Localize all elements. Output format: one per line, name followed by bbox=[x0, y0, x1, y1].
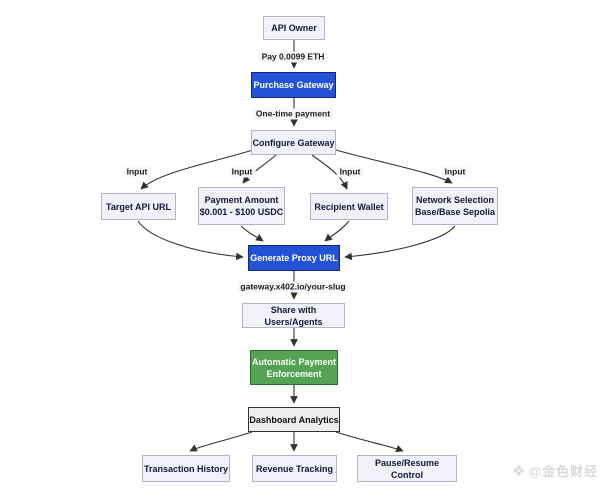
edge-recipient-to-generate bbox=[324, 220, 350, 242]
edge-dashboard-to-pause bbox=[335, 431, 404, 453]
edge-payment-to-generate bbox=[240, 225, 264, 242]
edge-label-input-3: Input bbox=[336, 166, 364, 178]
edge-label-one-time-payment: One-time payment bbox=[252, 108, 334, 120]
node-network-selection-line2: Base/Base Sepolia bbox=[414, 207, 496, 217]
edge-label-input-4: Input bbox=[441, 166, 469, 178]
node-purchase-gateway: Purchase Gateway bbox=[251, 72, 336, 98]
node-pause-resume-control-label: Pause/Resume Control bbox=[374, 457, 440, 480]
watermark-text: @金色财经 bbox=[528, 464, 599, 479]
node-purchase-gateway-label: Purchase Gateway bbox=[253, 80, 334, 90]
node-network-selection-line1: Network Selection bbox=[415, 195, 495, 205]
node-revenue-tracking: Revenue Tracking bbox=[252, 455, 337, 482]
node-automatic-payment-enforcement: Automatic Payment Enforcement bbox=[250, 350, 338, 385]
node-api-owner: API Owner bbox=[263, 16, 325, 40]
node-target-api-url: Target API URL bbox=[101, 193, 176, 220]
edge-label-proxy-url: gateway.x402.io/your-slug bbox=[237, 281, 349, 293]
edge-network-to-generate bbox=[344, 225, 456, 261]
edge-dashboard-to-transaction bbox=[189, 431, 253, 452]
node-share-with-users-label: Share with Users/Agents bbox=[264, 304, 323, 327]
edge-label-input-2: Input bbox=[228, 166, 256, 178]
node-payment-amount: Payment Amount $0.001 - $100 USDC bbox=[198, 187, 285, 225]
edge-configure-to-target bbox=[140, 149, 254, 190]
node-pause-resume-control: Pause/Resume Control bbox=[357, 455, 457, 482]
node-generate-proxy-url-label: Generate Proxy URL bbox=[250, 253, 338, 263]
watermark-diamond-icon: ❖ bbox=[512, 463, 526, 480]
edge-target-to-generate bbox=[137, 220, 244, 261]
edge-label-pay-eth: Pay 0.0099 ETH bbox=[258, 51, 328, 63]
edge-label-input-1: Input bbox=[123, 166, 151, 178]
node-network-selection: Network Selection Base/Base Sepolia bbox=[412, 187, 498, 225]
node-automatic-payment-line2: Enforcement bbox=[266, 368, 322, 379]
edge-configure-to-payment bbox=[242, 154, 277, 184]
edge-configure-to-network bbox=[335, 149, 453, 184]
watermark: ❖ @金色财经 bbox=[512, 464, 598, 479]
node-dashboard-analytics: Dashboard Analytics bbox=[248, 407, 340, 432]
node-transaction-history: Transaction History bbox=[142, 455, 230, 482]
node-dashboard-analytics-label: Dashboard Analytics bbox=[249, 414, 339, 425]
node-payment-amount-line1: Payment Amount bbox=[204, 195, 279, 205]
node-configure-gateway: Configure Gateway bbox=[251, 130, 336, 155]
node-automatic-payment-line1: Automatic Payment bbox=[251, 356, 337, 367]
node-revenue-tracking-label: Revenue Tracking bbox=[255, 463, 334, 474]
node-recipient-wallet-label: Recipient Wallet bbox=[314, 201, 384, 212]
node-recipient-wallet: Recipient Wallet bbox=[310, 193, 388, 220]
edge-configure-to-recipient bbox=[311, 154, 348, 190]
node-api-owner-label: API Owner bbox=[271, 23, 317, 33]
node-payment-amount-line2: $0.001 - $100 USDC bbox=[199, 207, 284, 217]
node-target-api-url-label: Target API URL bbox=[105, 201, 171, 212]
node-generate-proxy-url: Generate Proxy URL bbox=[248, 245, 340, 271]
node-transaction-history-label: Transaction History bbox=[143, 463, 229, 474]
node-configure-gateway-label: Configure Gateway bbox=[252, 137, 335, 148]
node-share-with-users: Share with Users/Agents bbox=[242, 303, 345, 328]
